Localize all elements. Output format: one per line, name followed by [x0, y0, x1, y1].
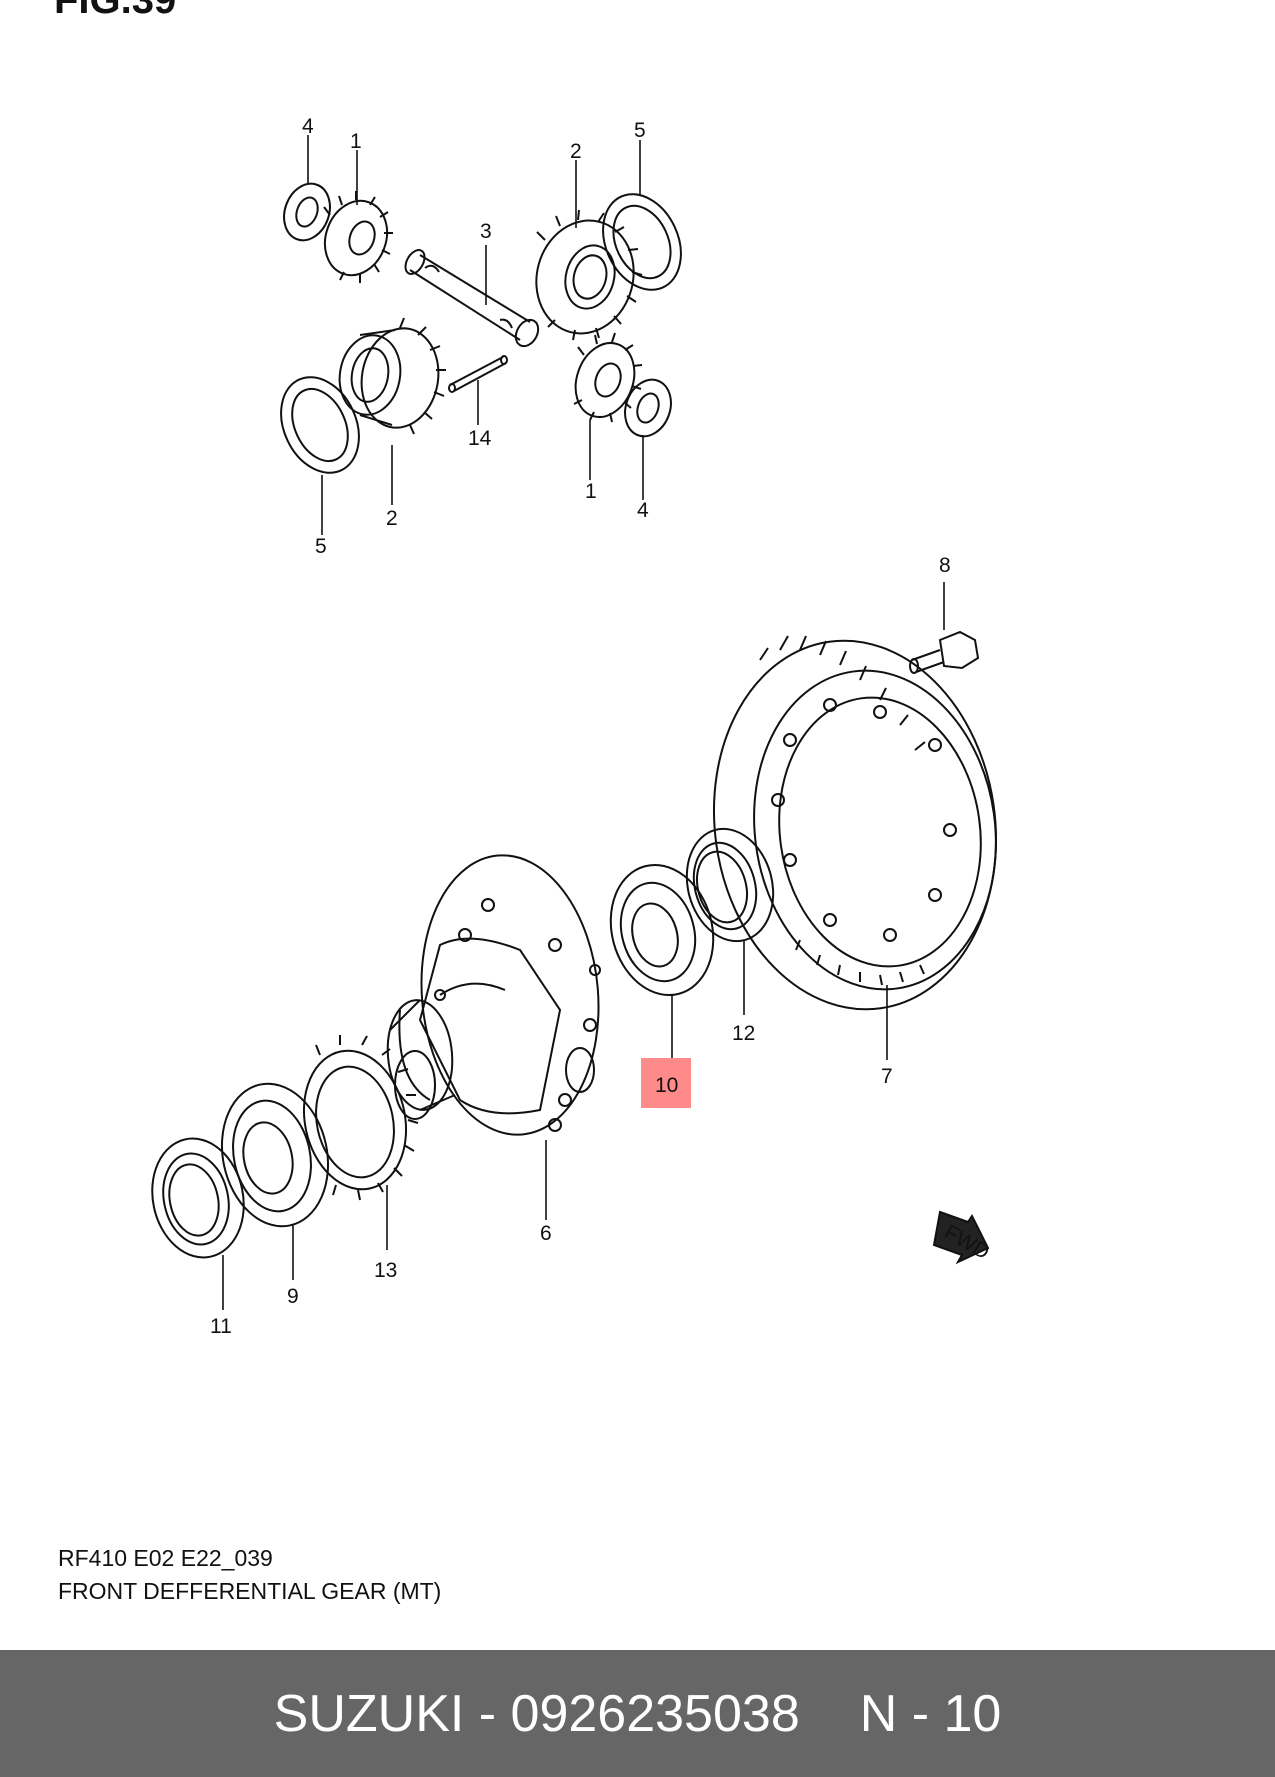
pinion-shaft-3 [404, 249, 540, 348]
callout-label: 6 [540, 1222, 552, 1245]
fwd-arrow-icon [932, 1210, 990, 1265]
differential-case-6 [386, 854, 601, 1136]
side-gear-2-bottom [338, 317, 446, 435]
callout-label: 4 [302, 115, 314, 138]
leader-lines-upper [307, 135, 644, 535]
footer-position: N - 10 [859, 1684, 1002, 1743]
callout-label: 1 [350, 130, 362, 153]
pinion-gear-1-top [323, 191, 393, 283]
callout-label: 2 [386, 507, 398, 530]
exploded-parts-diagram: FWD 4 1 2 5 3 14 2 5 1 4 8 7 12 10 6 13 … [151, 115, 998, 1338]
callout-label: 9 [287, 1285, 299, 1308]
gear-13 [302, 1035, 419, 1201]
bearing-10 [609, 863, 715, 997]
callout-label: 3 [480, 220, 492, 243]
callout-label: 8 [939, 554, 951, 577]
footer-bar: SUZUKI - 0926235038 N - 10 [0, 1650, 1275, 1777]
callout-label: 10 [655, 1074, 678, 1097]
callout-label: 5 [315, 535, 327, 558]
pinion-gear-1-bottom [573, 332, 643, 423]
oil-seal-12 [685, 827, 775, 943]
callout-label: 13 [374, 1259, 397, 1282]
callout-label: 4 [637, 499, 649, 522]
oil-seal-11 [151, 1137, 245, 1259]
figure-caption: FRONT DEFFERENTIAL GEAR (MT) [58, 1578, 442, 1604]
ring-gear-7 [712, 635, 998, 1011]
washer-4-bottom [624, 378, 672, 438]
side-gear-2-top [535, 209, 643, 341]
leader-lines-lower [222, 582, 945, 1310]
washer-4-top [283, 182, 331, 242]
bearing-9 [220, 1082, 330, 1228]
callout-label: 5 [634, 119, 646, 142]
callout-label: 7 [881, 1065, 893, 1088]
figure-code: RF410 E02 E22_039 [58, 1545, 273, 1571]
callout-label: 1 [585, 480, 597, 503]
thrust-washer-5-top [602, 193, 682, 291]
callout-label: 11 [210, 1315, 232, 1338]
callout-labels: 4 1 2 5 3 14 2 5 1 4 8 7 12 10 6 13 9 11 [210, 115, 951, 1338]
figure-title: FIG.39 [54, 0, 177, 22]
pin-14 [448, 355, 508, 393]
bolt-8 [909, 630, 980, 674]
callout-10-highlight[interactable] [641, 1058, 691, 1108]
callout-label: 2 [570, 140, 582, 163]
thrust-washer-5-bottom [280, 376, 360, 474]
ring-gear-bolt-holes [771, 698, 957, 942]
callout-label: 14 [468, 427, 492, 450]
footer-part-number: SUZUKI - 0926235038 [273, 1684, 800, 1743]
callout-label: 12 [732, 1022, 755, 1045]
